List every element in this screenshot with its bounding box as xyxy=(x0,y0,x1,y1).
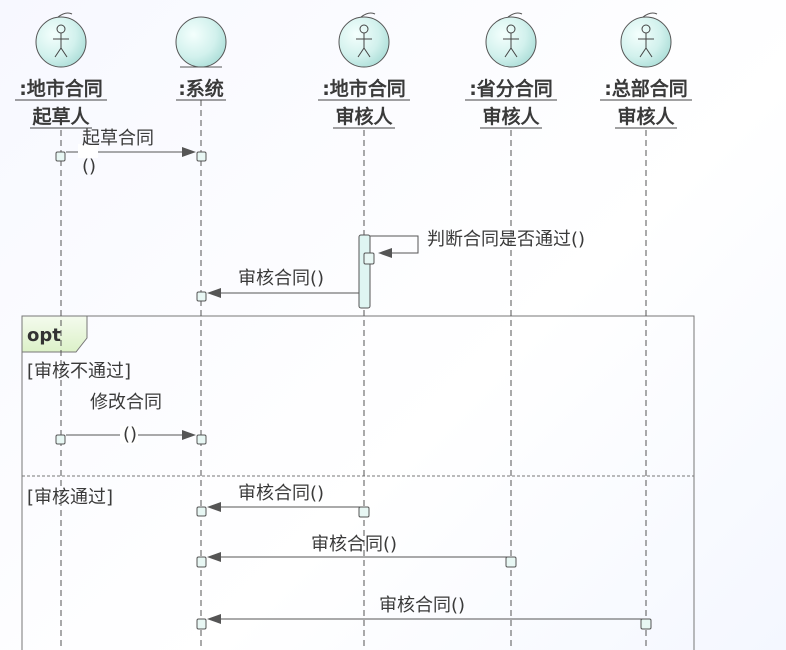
message-anchor xyxy=(55,434,66,445)
message-review-contract-3[interactable]: 审核合同() xyxy=(196,534,517,568)
actor-icon xyxy=(338,12,390,68)
fragment-operator: opt xyxy=(27,325,61,346)
participant-system[interactable]: :系统 xyxy=(175,16,227,101)
message-anchor xyxy=(505,556,517,568)
message-label: 审核合同() xyxy=(238,483,324,504)
fragment-guard-not-pass: [审核不通过] xyxy=(27,361,131,382)
message-anchor xyxy=(196,556,207,568)
message-anchor xyxy=(196,434,207,445)
message-anchor xyxy=(358,506,370,518)
participant-name: :系统 xyxy=(178,77,224,100)
message-label: 修改合同 xyxy=(90,392,162,413)
participant-hq-reviewer[interactable]: :总部合同 审核人 xyxy=(600,12,692,129)
participant-name: :总部合同 xyxy=(604,77,688,100)
message-anchor xyxy=(196,291,207,302)
fragment-guard-pass: [审核通过] xyxy=(27,487,113,508)
actor-icon xyxy=(35,12,87,68)
participant-drafter[interactable]: :地市合同 起草人 xyxy=(15,12,107,129)
message-review-contract-4[interactable]: 审核合同() xyxy=(196,595,652,630)
participant-name: :地市合同 xyxy=(322,77,406,100)
participant-name: :地市合同 xyxy=(19,77,103,100)
message-review-contract-1[interactable]: 审核合同() xyxy=(196,268,359,302)
message-anchor xyxy=(196,506,207,517)
message-args: () xyxy=(123,424,137,445)
participant-province-reviewer[interactable]: :省分合同 审核人 xyxy=(465,12,557,129)
participant-role: 起草人 xyxy=(31,105,90,128)
message-label: 审核合同() xyxy=(238,268,324,289)
message-anchor xyxy=(363,252,375,265)
message-label: 审核合同() xyxy=(311,534,397,555)
actor-icon xyxy=(485,12,537,68)
message-label: 审核合同() xyxy=(379,595,465,616)
message-draft-contract[interactable]: 起草合同 () xyxy=(55,128,207,177)
participant-role: 审核人 xyxy=(617,105,675,128)
opt-fragment[interactable]: opt [审核不通过] [审核通过] xyxy=(21,315,695,650)
message-label: 判断合同是否通过() xyxy=(427,229,585,250)
message-anchor xyxy=(196,618,207,630)
lifelines xyxy=(60,100,647,650)
participant-role: 审核人 xyxy=(482,105,540,128)
message-label: 起草合同 xyxy=(82,128,154,149)
message-modify-contract[interactable]: 修改合同 () xyxy=(55,392,207,445)
activation-bar xyxy=(358,234,371,309)
participant-name: :省分合同 xyxy=(469,77,553,100)
entity-icon xyxy=(175,16,227,68)
actor-icon xyxy=(620,12,672,68)
fragment-tab xyxy=(21,315,88,353)
participant-city-reviewer[interactable]: :地市合同 审核人 xyxy=(318,12,410,129)
message-check-contract[interactable]: 判断合同是否通过() xyxy=(363,229,585,265)
message-args: () xyxy=(82,156,96,177)
participant-role: 审核人 xyxy=(335,105,393,128)
message-anchor xyxy=(640,618,652,630)
message-anchor xyxy=(196,151,207,162)
message-review-contract-2[interactable]: 审核合同() xyxy=(196,483,370,518)
message-anchor xyxy=(55,151,66,162)
